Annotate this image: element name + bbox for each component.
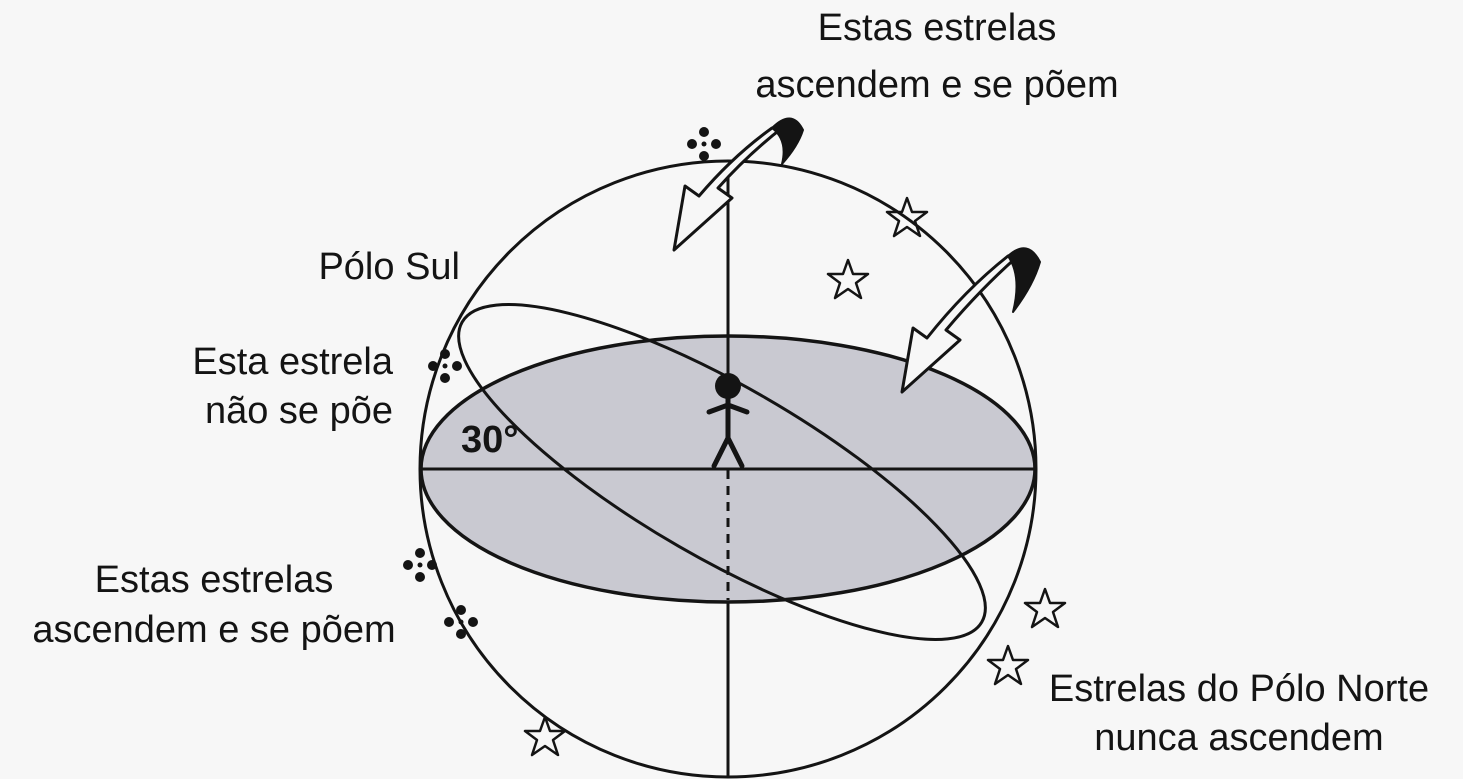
outline-star-icon [1025, 589, 1065, 627]
top-label-line1: Estas estrelas [818, 7, 1057, 49]
top-label-line2: ascendem e se põem [755, 64, 1118, 106]
outline-star-icon [525, 717, 565, 755]
outline-star-icon [828, 260, 868, 298]
polo-sul-label: Pólo Sul [318, 246, 460, 288]
outline-star-icon [988, 646, 1028, 684]
left-label-line2: ascendem e se põem [32, 609, 395, 651]
nao-se-poe-label-line1: Esta estrela [192, 341, 394, 383]
norte-label-line2: nunca ascendem [1094, 717, 1383, 759]
nao-se-poe-label-line2: não se põe [205, 390, 393, 432]
latitude-angle-label: 30° [461, 419, 518, 461]
four-dot-star-icon [444, 605, 478, 639]
curved-arrow-icon [674, 118, 803, 250]
four-dot-star-icon [687, 127, 721, 161]
left-label-line1: Estas estrelas [95, 559, 334, 601]
norte-label-line1: Estrelas do Pólo Norte [1049, 668, 1429, 710]
